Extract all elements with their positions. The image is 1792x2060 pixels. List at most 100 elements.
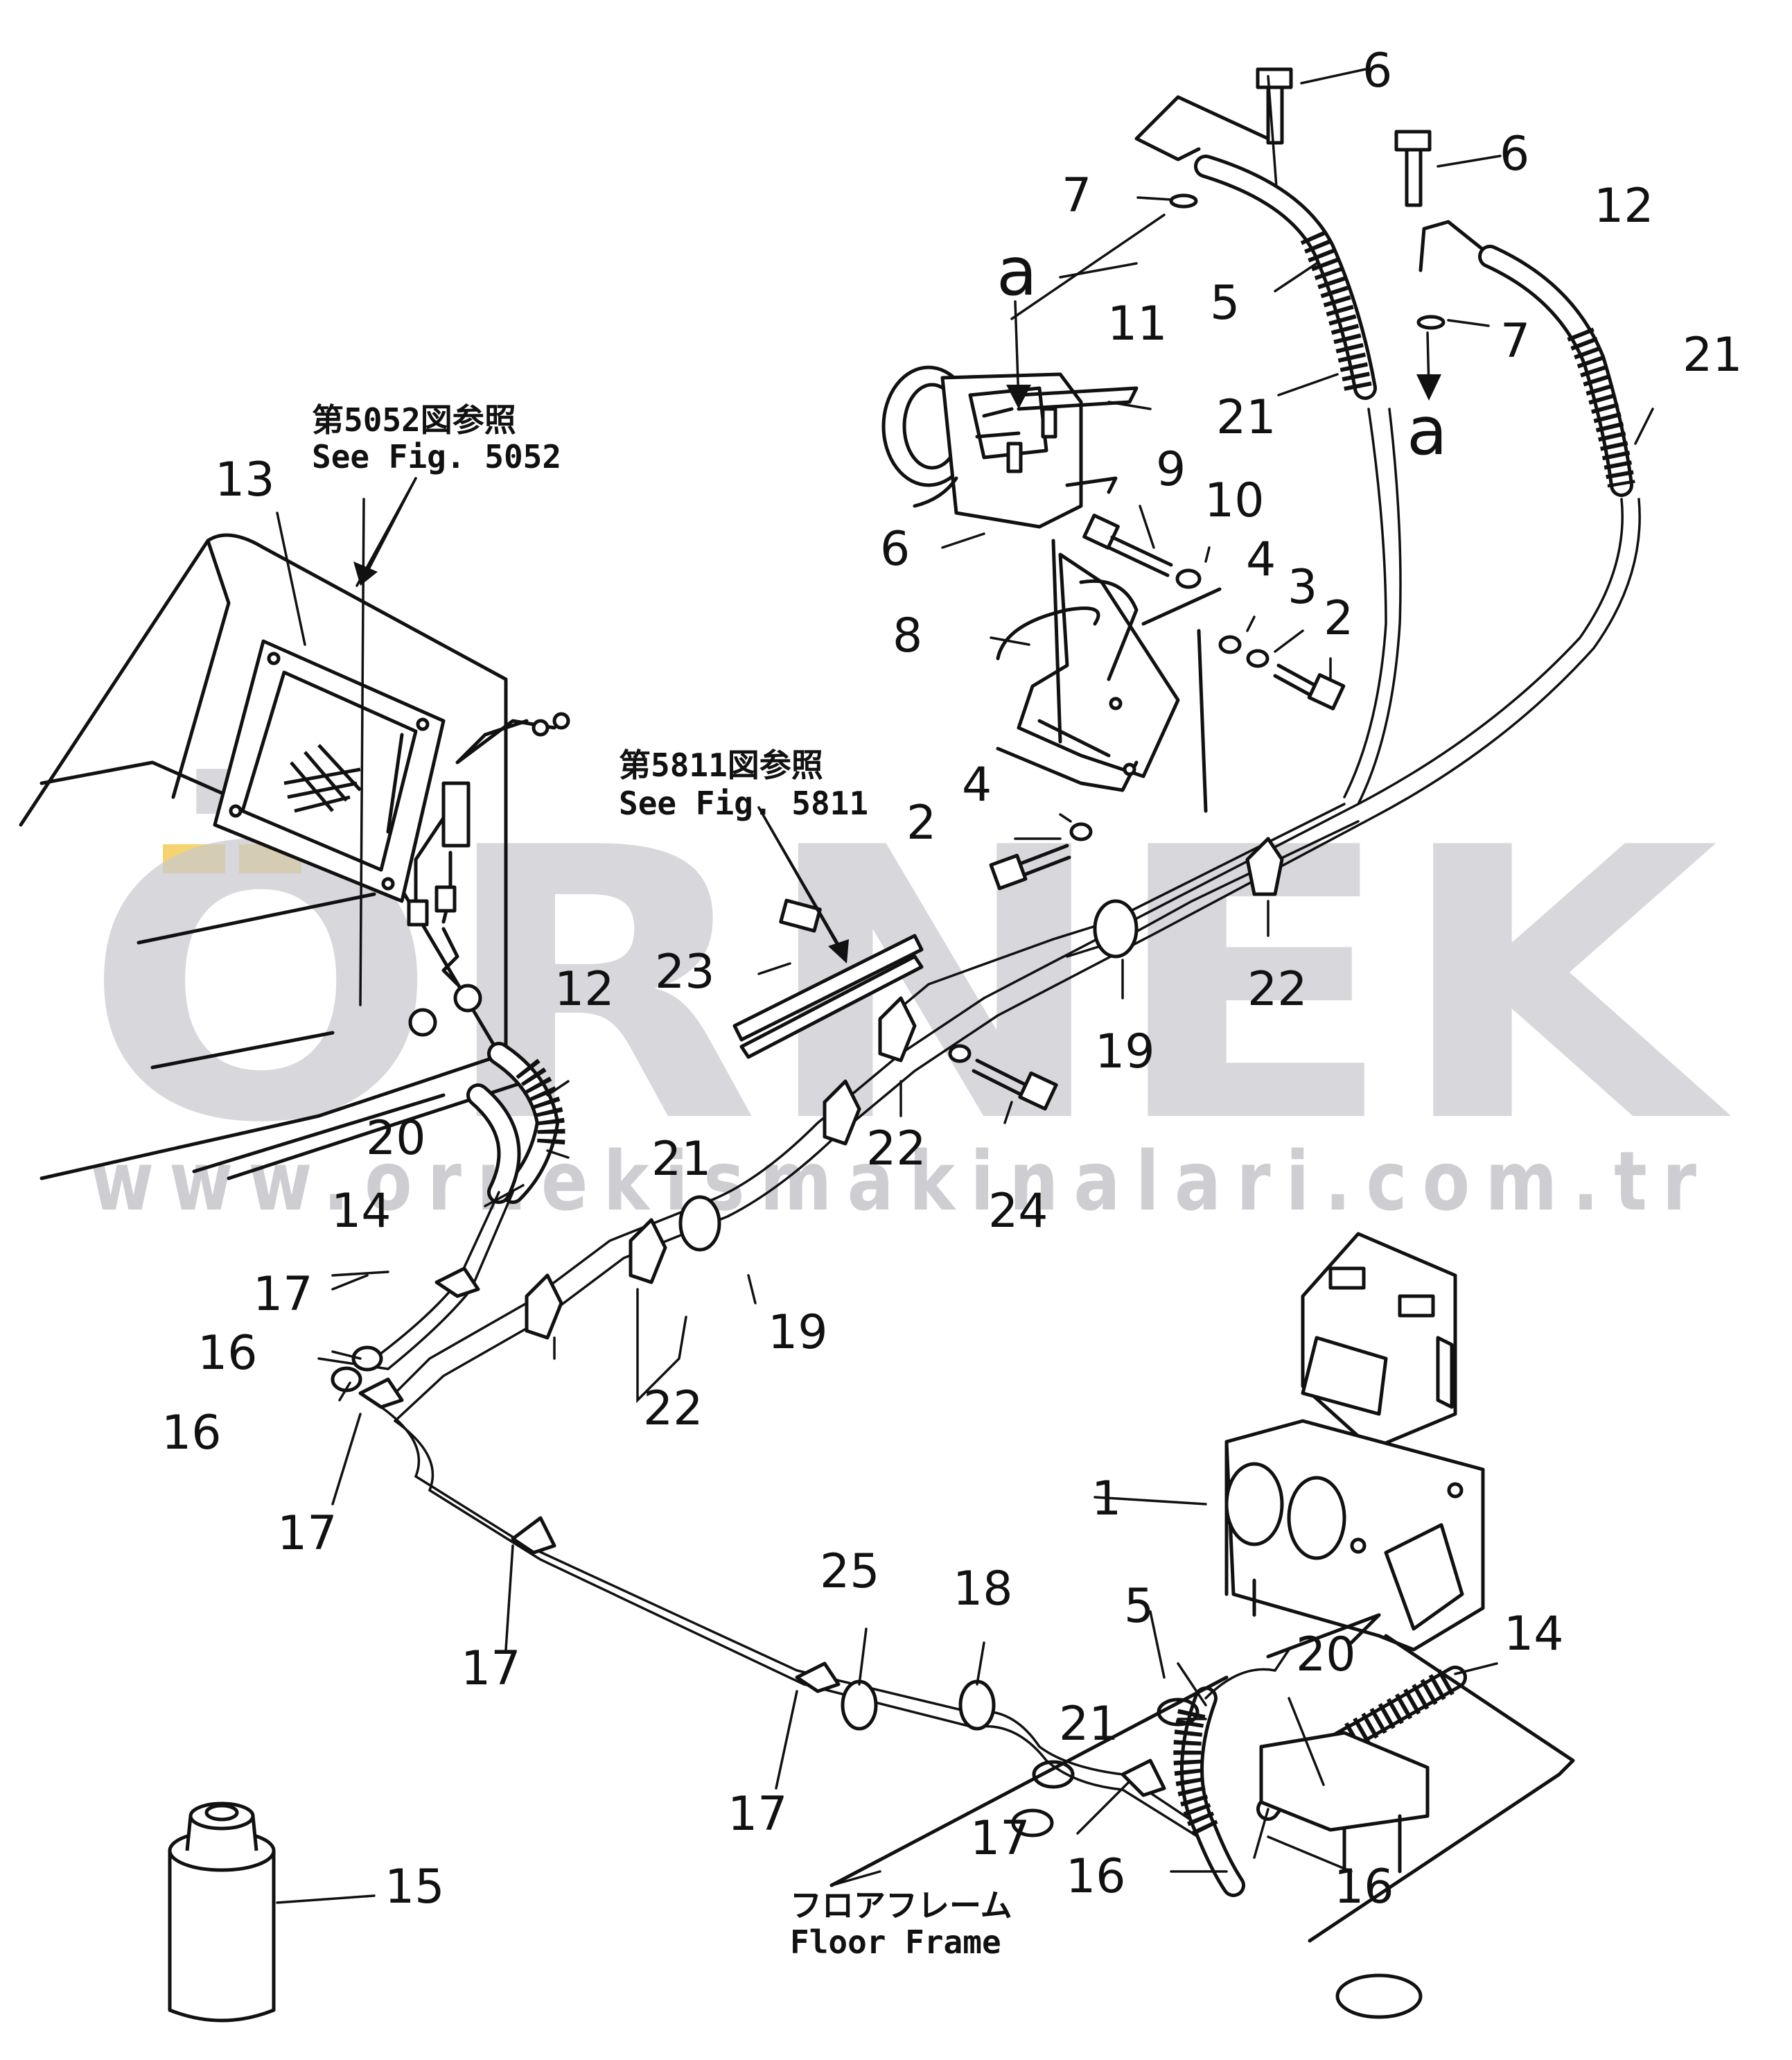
callout-19: 19 — [1095, 1024, 1155, 1079]
arrow-down-icon — [828, 939, 849, 963]
callout-10: 10 — [1204, 473, 1265, 528]
mounting-rail — [732, 898, 1058, 1111]
condenser-panel-assembly — [19, 533, 570, 1180]
callout-21: 21 — [1059, 1697, 1119, 1752]
callout-20: 20 — [366, 1111, 426, 1166]
bolt-6-right — [1394, 130, 1432, 207]
callout-12: 12 — [1594, 179, 1654, 234]
callout-1: 1 — [1091, 1472, 1121, 1526]
callout-14: 14 — [1504, 1607, 1564, 1661]
callout-numbers: 1 2 2 3 4 4 5 5 6 6 6 7 7 8 9 10 11 12 1… — [161, 44, 1743, 1914]
callout-5: 5 — [1210, 276, 1240, 331]
clamp-22-left2 — [525, 1273, 563, 1340]
callout-6: 6 — [1362, 44, 1392, 98]
callout-16: 16 — [161, 1406, 222, 1460]
callout-17: 17 — [461, 1641, 521, 1696]
callout-14: 14 — [331, 1184, 392, 1239]
washer-4-lower — [1069, 822, 1093, 841]
view-marker-a: a — [1407, 392, 1448, 470]
callout-4: 4 — [1246, 532, 1276, 587]
callout-6: 6 — [1500, 127, 1529, 182]
callout-17: 17 — [970, 1811, 1030, 1866]
clamp-17-c — [511, 1516, 556, 1555]
callout-21: 21 — [1216, 390, 1276, 445]
callout-7: 7 — [1500, 314, 1530, 369]
compressor-assembly — [881, 365, 1222, 813]
clamp-17-a — [434, 1266, 480, 1298]
clamp-17-e — [1121, 1758, 1166, 1797]
floor-frame-en: Floor Frame — [790, 1923, 1001, 1961]
callout-6: 6 — [880, 522, 910, 577]
callout-15: 15 — [385, 1860, 445, 1914]
callout-22: 22 — [1247, 962, 1308, 1017]
clamp-16-a — [351, 1345, 383, 1372]
callout-16: 16 — [1066, 1849, 1126, 1904]
reference-labels: 第5052図参照 See Fig. 5052 第5811図参照 See Fig.… — [312, 401, 1012, 1961]
arrow-down-icon — [1416, 374, 1441, 401]
ref-5052-en: See Fig. 5052 — [312, 438, 561, 475]
callout-20: 20 — [1296, 1627, 1356, 1682]
callout-3: 3 — [1288, 560, 1317, 615]
ref-5052-jp: 第5052図参照 — [312, 401, 516, 439]
callout-5: 5 — [1124, 1579, 1154, 1634]
callout-21: 21 — [1683, 328, 1743, 383]
watermark-url: www.ornekismakinalari.com.tr — [90, 1133, 1712, 1229]
floor-frame — [829, 1634, 1575, 2019]
compressor-oil-can — [168, 1801, 276, 2023]
washer-10 — [1175, 568, 1202, 589]
bolt-2 — [1273, 663, 1346, 710]
callout-12: 12 — [554, 962, 615, 1017]
callout-22: 22 — [643, 1381, 703, 1436]
callout-23: 23 — [655, 945, 715, 1000]
callout-18: 18 — [953, 1562, 1013, 1616]
callout-21: 21 — [651, 1132, 712, 1187]
spacer-23 — [779, 898, 822, 933]
callout-24: 24 — [988, 1184, 1048, 1239]
bolt-2-lower — [989, 844, 1071, 891]
clamps — [331, 837, 1284, 1797]
ref-5811-jp: 第5811図参照 — [619, 747, 823, 784]
air-conditioner-unit — [1224, 1232, 1485, 1659]
bolt-24 — [972, 1058, 1058, 1111]
callout-7: 7 — [1062, 168, 1091, 223]
ref-5811-en: See Fig. 5811 — [619, 785, 868, 822]
callout-22: 22 — [866, 1121, 926, 1176]
clamp-19-top — [1093, 899, 1139, 959]
clamp-17-b — [358, 1377, 404, 1409]
clamp-18 — [958, 1679, 996, 1731]
callout-25: 25 — [820, 1544, 880, 1599]
bolt-6 — [1256, 67, 1293, 145]
bolt-9 — [1082, 514, 1173, 577]
clamp-22-mid — [878, 996, 917, 1063]
callout-11: 11 — [1107, 297, 1168, 351]
callout-13: 13 — [215, 453, 275, 507]
clamp-22-left — [629, 1218, 667, 1284]
clamp-17-d — [795, 1661, 841, 1693]
fastener-group — [989, 67, 1446, 891]
washer-3 — [1246, 649, 1270, 668]
arrows — [353, 300, 1441, 963]
arrow-down-icon — [353, 561, 378, 586]
view-markers: a a — [996, 233, 1448, 470]
callout-16: 16 — [197, 1326, 258, 1381]
callout-17: 17 — [277, 1506, 337, 1561]
o-ring-7-right — [1416, 315, 1446, 330]
washer-24 — [948, 1044, 972, 1063]
floor-frame-jp: フロアフレーム — [790, 1887, 1012, 1924]
clamp-22-top — [1245, 837, 1284, 896]
callout-8: 8 — [893, 609, 922, 663]
arrow-down-icon — [1006, 385, 1031, 409]
callout-2: 2 — [1324, 591, 1353, 646]
callout-17: 17 — [253, 1267, 313, 1322]
callout-16: 16 — [1334, 1860, 1394, 1914]
washer-4 — [1218, 635, 1242, 654]
o-ring-7 — [1169, 193, 1198, 209]
callout-19: 19 — [768, 1305, 828, 1360]
callout-2: 2 — [906, 796, 936, 850]
view-marker-a: a — [996, 233, 1037, 311]
callout-4: 4 — [962, 758, 992, 812]
watermark-accent-dot — [163, 844, 225, 873]
clamp-19-mid — [678, 1195, 721, 1252]
clamp-22-mid2 — [823, 1079, 861, 1146]
